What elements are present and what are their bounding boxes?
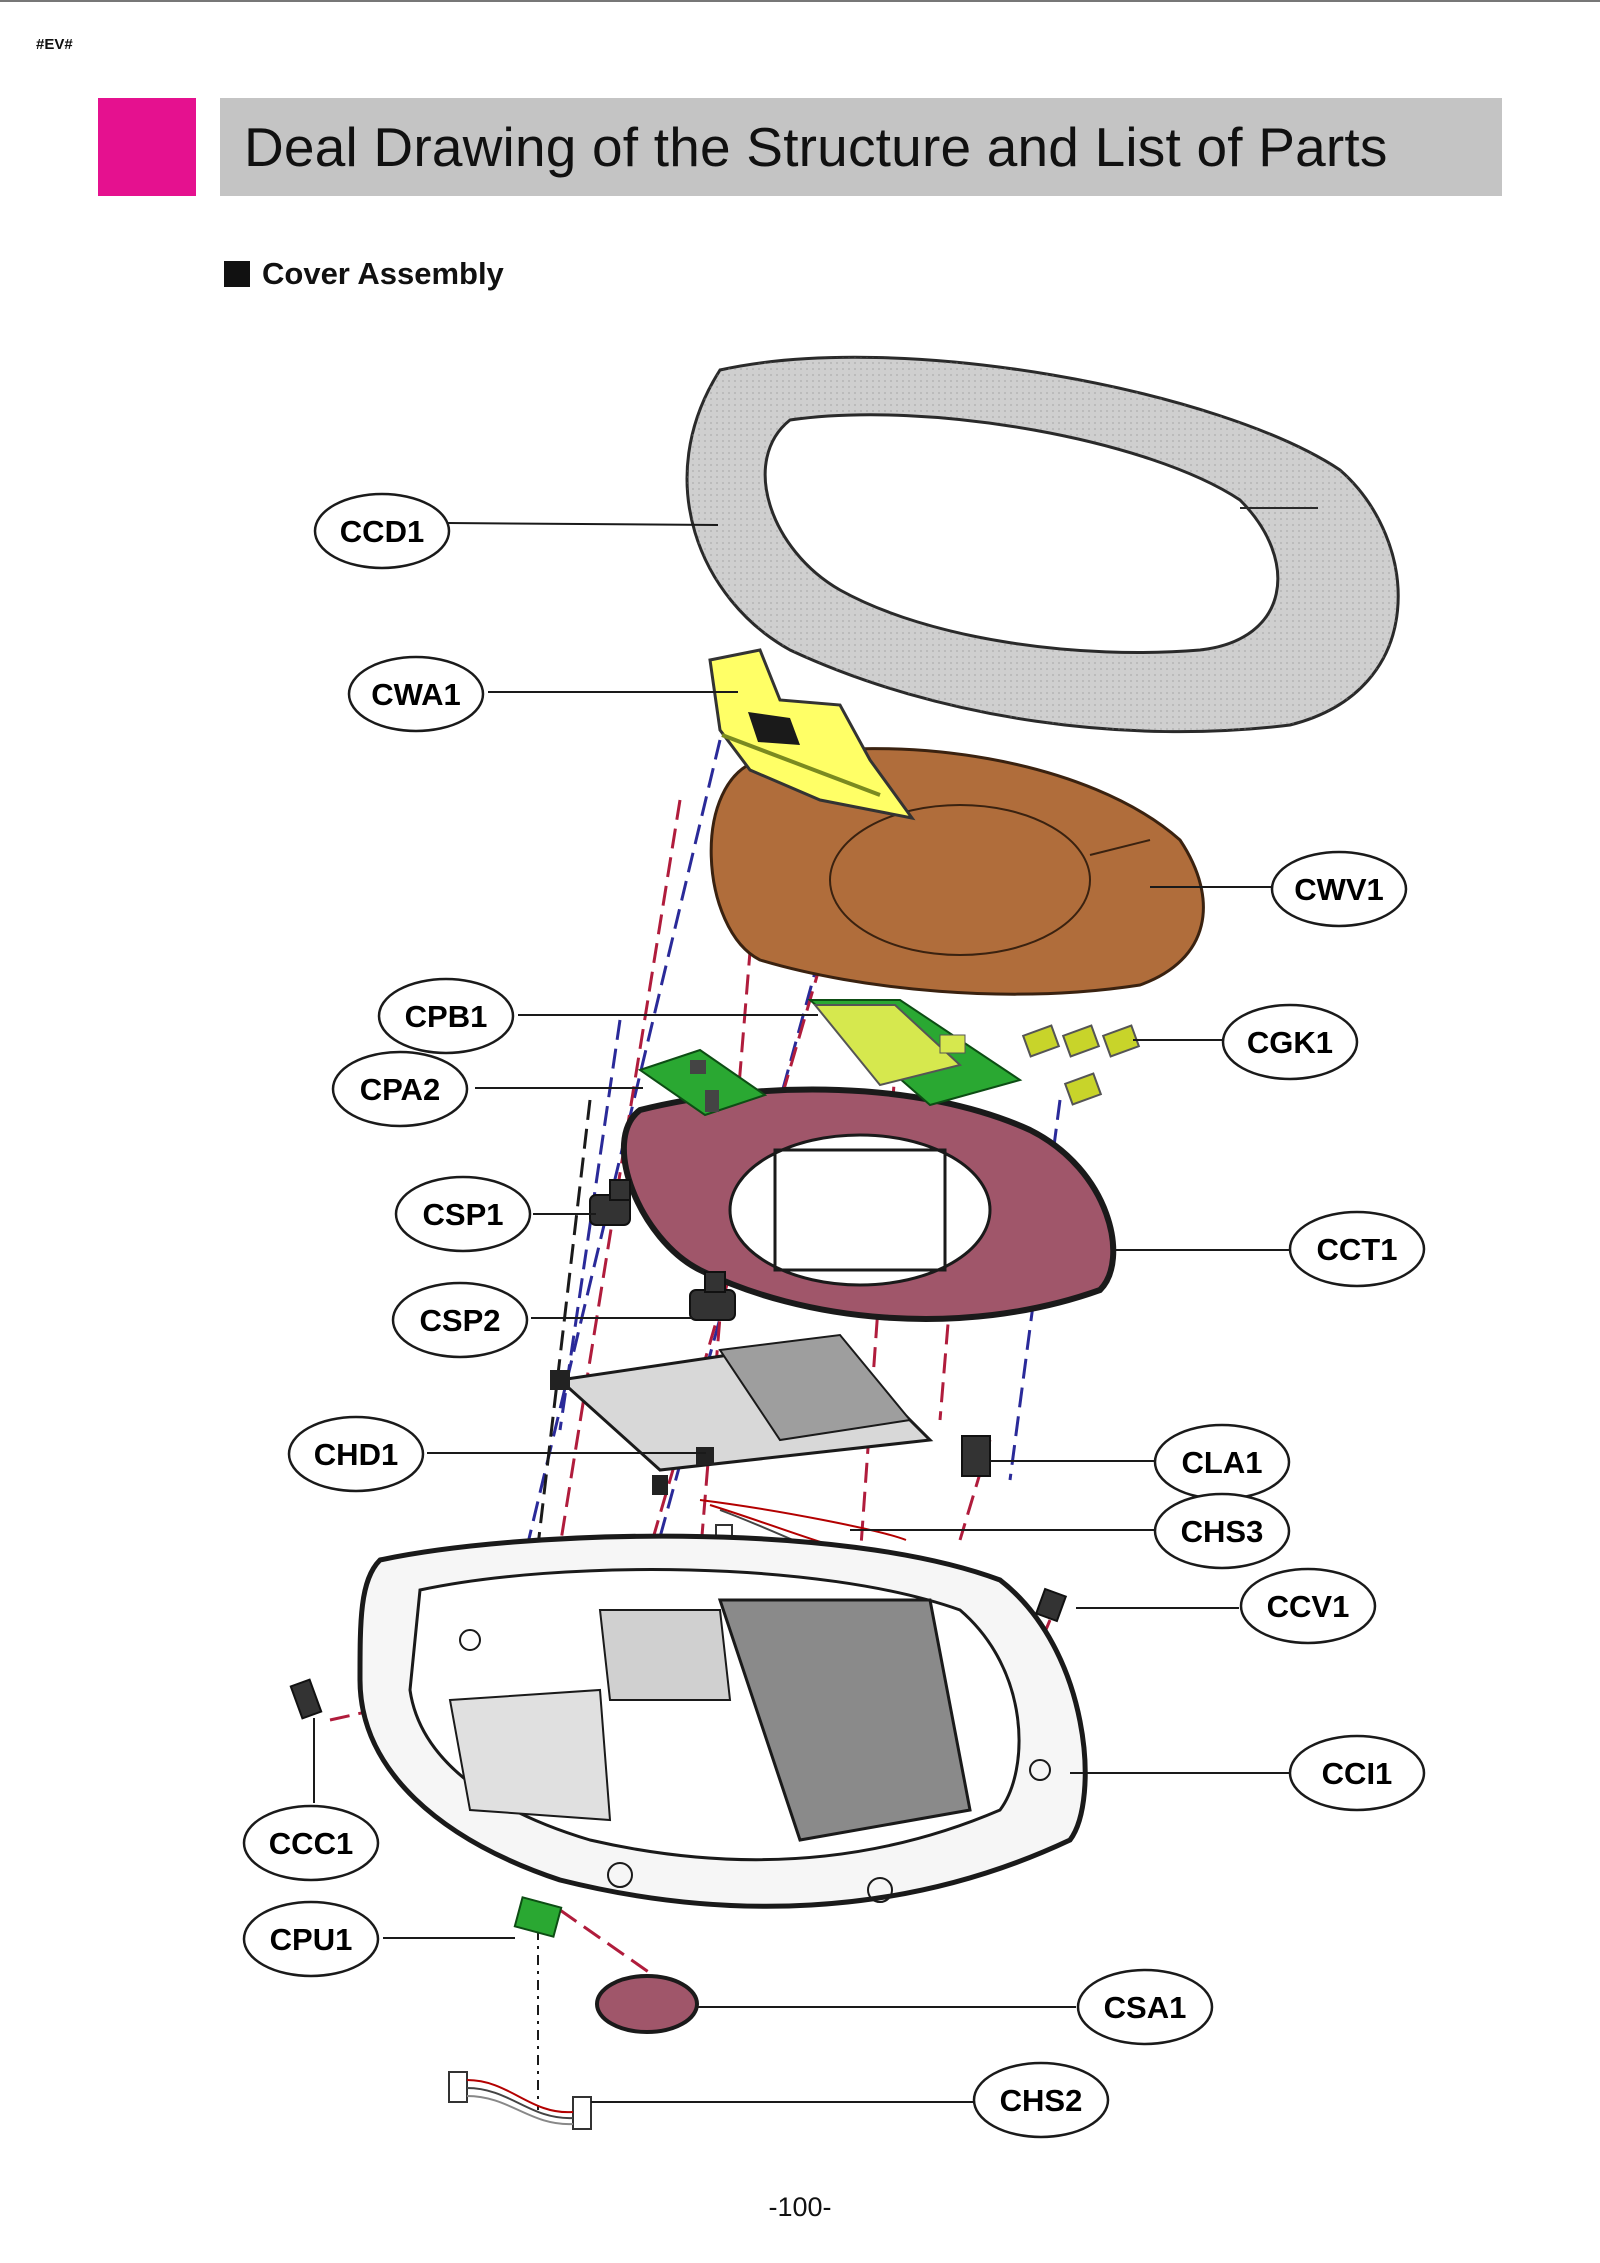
svg-text:CCC1: CCC1 xyxy=(269,1826,353,1861)
wash-panel-part xyxy=(708,648,916,821)
holder-bracket-part xyxy=(550,1333,934,1495)
title-marker xyxy=(98,98,196,196)
clip-parts xyxy=(289,1587,1068,1720)
spring-parts xyxy=(589,1179,736,1321)
svg-text:CSA1: CSA1 xyxy=(1104,1990,1187,2025)
small-pcb-part xyxy=(637,1048,768,1117)
callout-CSP1: CSP1 xyxy=(394,1175,532,1253)
svg-text:CWA1: CWA1 xyxy=(371,677,461,712)
callout-CWA1: CWA1 xyxy=(347,655,485,733)
valve-cover-plate-part xyxy=(709,747,1205,996)
callout-CGK1: CGK1 xyxy=(1221,1003,1359,1081)
svg-text:CSP1: CSP1 xyxy=(423,1197,504,1232)
pcb-unit-part xyxy=(513,1896,563,1938)
leader-lines xyxy=(313,522,1290,2103)
callout-CHS3: CHS3 xyxy=(1153,1492,1291,1570)
svg-text:CPB1: CPB1 xyxy=(405,999,488,1034)
title-bar: Deal Drawing of the Structure and List o… xyxy=(220,98,1502,196)
latch-part xyxy=(961,1435,991,1477)
callout-CSP2: CSP2 xyxy=(391,1281,529,1359)
sensor-disk-part xyxy=(595,1974,699,2034)
svg-text:CCI1: CCI1 xyxy=(1322,1756,1393,1791)
svg-text:CPU1: CPU1 xyxy=(270,1922,353,1957)
svg-text:CSP2: CSP2 xyxy=(420,1303,501,1338)
page-title: Deal Drawing of the Structure and List o… xyxy=(244,116,1388,178)
callout-CCC1: CCC1 xyxy=(242,1804,380,1882)
section-title: Cover Assembly xyxy=(262,256,504,291)
callout-CPA2: CPA2 xyxy=(331,1050,469,1128)
svg-text:CPA2: CPA2 xyxy=(360,1072,440,1107)
svg-text:CLA1: CLA1 xyxy=(1182,1445,1263,1480)
callout-CPU1: CPU1 xyxy=(242,1900,380,1978)
svg-text:CHS2: CHS2 xyxy=(1000,2083,1083,2118)
svg-text:CGK1: CGK1 xyxy=(1247,1025,1333,1060)
svg-text:CCV1: CCV1 xyxy=(1267,1589,1350,1624)
cover-inner-part xyxy=(357,1533,1088,1909)
svg-text:CCT1: CCT1 xyxy=(1317,1232,1398,1267)
callout-CPB1: CPB1 xyxy=(377,977,515,1055)
svg-text:CCD1: CCD1 xyxy=(340,514,424,549)
callout-CCD1: CCD1 xyxy=(313,492,451,570)
outer-decor-ring-part xyxy=(685,355,1400,734)
callout-CWV1: CWV1 xyxy=(1270,850,1408,928)
corner-tag: #EV# xyxy=(36,36,73,53)
cover-top-part xyxy=(620,1086,1117,1322)
callout-CHS2: CHS2 xyxy=(972,2061,1110,2139)
square-bullet-icon xyxy=(224,261,250,287)
callout-CCI1: CCI1 xyxy=(1288,1734,1426,1812)
wire-harness-2-part xyxy=(448,2071,592,2130)
callout-CSA1: CSA1 xyxy=(1076,1968,1214,2046)
main-pcb-part xyxy=(807,999,1023,1107)
top-rule xyxy=(0,0,1600,2)
callout-CCT1: CCT1 xyxy=(1288,1210,1426,1288)
callout-CHD1: CHD1 xyxy=(287,1415,425,1493)
callout-CCV1: CCV1 xyxy=(1239,1567,1377,1645)
page-number: -100- xyxy=(768,2192,832,2222)
callout-CLA1: CLA1 xyxy=(1153,1423,1291,1501)
svg-text:CHD1: CHD1 xyxy=(314,1437,398,1472)
section-heading: Cover Assembly xyxy=(224,256,504,292)
svg-text:CHS3: CHS3 xyxy=(1181,1514,1264,1549)
key-caps-part xyxy=(1021,1024,1141,1106)
svg-text:CWV1: CWV1 xyxy=(1294,872,1384,907)
